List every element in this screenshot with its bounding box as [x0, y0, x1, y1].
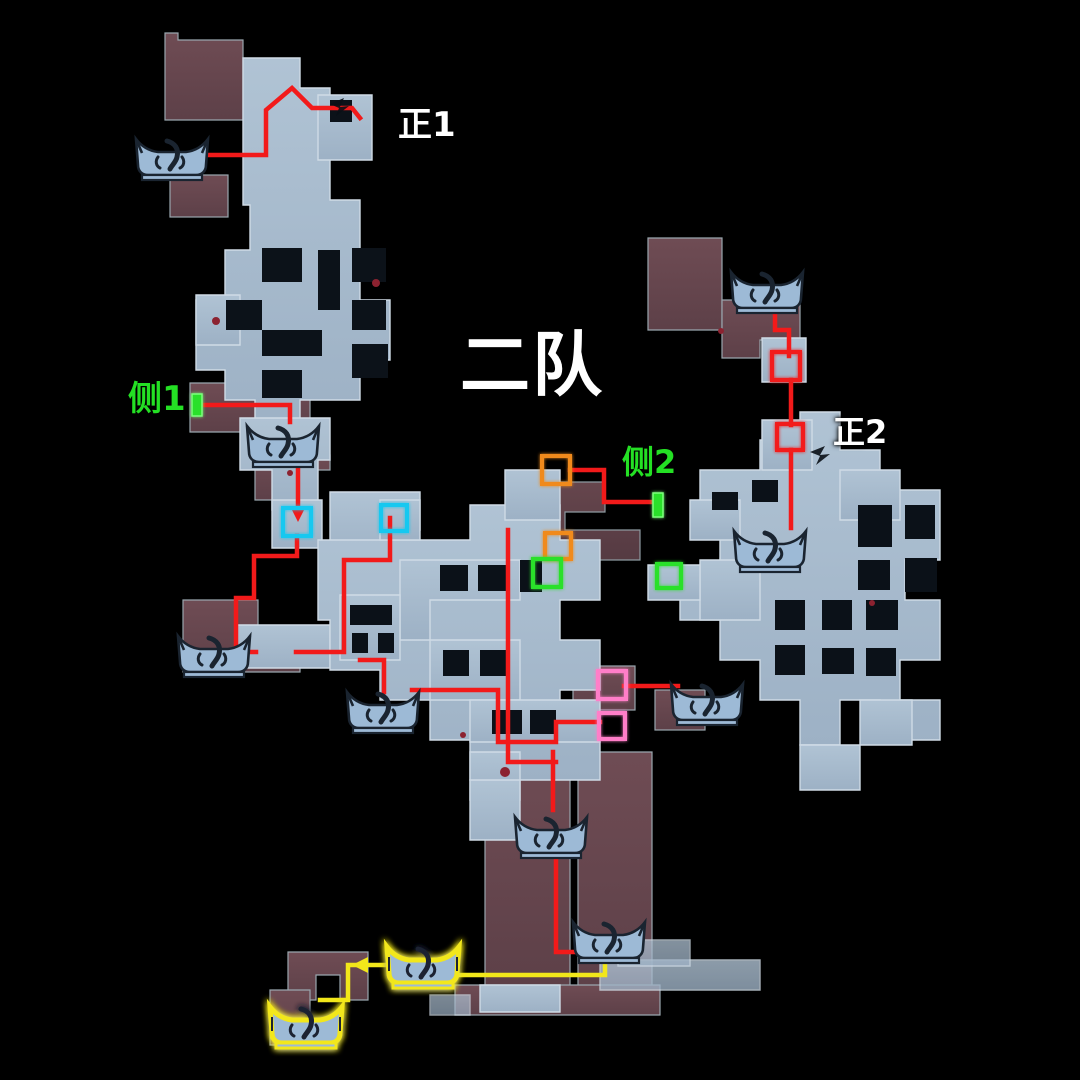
chest-markers[interactable] [134, 134, 808, 1050]
chest-7[interactable] [669, 679, 745, 727]
marker-green-bar-ce1[interactable] [191, 393, 203, 417]
chest-6[interactable] [345, 687, 421, 735]
marker-green-square-1[interactable] [531, 557, 563, 589]
label-ce1: 侧1 [128, 379, 186, 419]
marker-pink-1[interactable] [596, 669, 628, 701]
chest-1[interactable] [134, 134, 210, 182]
poi-dots [212, 279, 875, 777]
floor-areas [195, 57, 941, 1016]
route-red-center4 [409, 687, 603, 745]
label-zheng1: 正1 [398, 105, 456, 145]
marker-red-1[interactable] [770, 350, 802, 382]
route-yellow-arrow [352, 957, 368, 973]
chest-11[interactable] [266, 998, 346, 1050]
marker-pink-2[interactable] [597, 711, 627, 741]
marker-green-bar-ce2[interactable] [652, 492, 664, 518]
route-red-right-top [772, 307, 792, 359]
chest-8[interactable] [513, 812, 589, 860]
chest-2[interactable] [729, 267, 805, 315]
route-yellow [440, 957, 608, 978]
route-yellow2 [317, 962, 396, 1003]
route-red-spine [505, 527, 559, 765]
marker-green-square-2[interactable] [655, 562, 683, 590]
chest-4[interactable] [732, 526, 808, 574]
chest-10[interactable] [383, 938, 463, 990]
marker-orange-1[interactable] [540, 454, 572, 486]
marker-cyan-2[interactable] [379, 503, 409, 533]
route-red-ce2 [567, 467, 658, 505]
route-red-center2 [293, 515, 393, 655]
map-team-title: 二队 [460, 324, 604, 406]
objective-markers[interactable] [191, 350, 805, 741]
route-red-south2 [553, 855, 585, 955]
poi-glyphs [330, 98, 830, 465]
label-ce2: 侧2 [622, 443, 677, 481]
chest-5[interactable] [176, 631, 252, 679]
route-red-ce1 [200, 402, 293, 425]
marker-cyan-1[interactable] [281, 506, 313, 538]
marker-red-2[interactable] [775, 422, 805, 452]
label-zheng2: 正2 [833, 413, 888, 451]
chest-9[interactable] [571, 917, 647, 965]
route-red-top [203, 84, 364, 158]
route-red-center3 [357, 657, 387, 695]
chest-3[interactable] [245, 421, 321, 469]
